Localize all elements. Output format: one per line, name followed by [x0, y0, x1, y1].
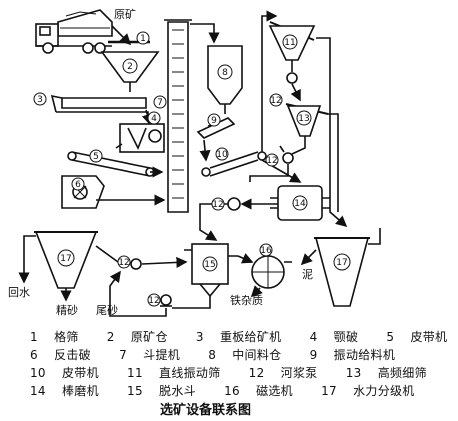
belt-conveyor-5 [67, 151, 155, 177]
legend-item: 4 颚破 [309, 330, 359, 344]
legend-item: 14 棒磨机 [30, 384, 99, 398]
svg-text:12: 12 [266, 156, 277, 166]
slurry-pump-bottom [160, 294, 172, 307]
label-water: 回水 [8, 286, 30, 299]
marker-15: 15 [202, 256, 218, 272]
raw-ore-bin [100, 51, 160, 83]
marker-11: 11 [282, 34, 298, 50]
marker-3: 3 [33, 92, 47, 106]
slurry-pump-mill [227, 197, 241, 211]
marker-7: 7 [153, 95, 167, 109]
legend-item: 8 中间料仓 [208, 348, 282, 362]
legend-item: 13 高频细筛 [345, 366, 427, 380]
legend-item: 5 皮带机 [386, 330, 448, 344]
marker-12-a: 12 [269, 93, 283, 107]
legend-item: 10 皮带机 [30, 366, 99, 380]
legend-item: 11 直线振动筛 [127, 366, 221, 380]
label-tailings: 尾砂 [96, 304, 118, 317]
legend-item: 15 脱水斗 [127, 384, 196, 398]
svg-text:5: 5 [93, 152, 99, 162]
svg-text:2: 2 [127, 62, 133, 72]
marker-9: 9 [207, 113, 221, 127]
apron-feeder [50, 94, 149, 116]
marker-13: 13 [296, 110, 312, 126]
jaw-crusher [115, 123, 165, 153]
figure-caption: 选矿设备联系图 [160, 403, 252, 418]
legend-row-2: 6 反击破 7 斗提机 8 中间料仓 9 振动给料机 [30, 346, 419, 363]
marker-12-d: 12 [117, 255, 131, 269]
svg-text:12: 12 [148, 296, 159, 306]
svg-text:17: 17 [60, 254, 71, 264]
marker-5: 5 [89, 149, 103, 163]
svg-text:6: 6 [75, 180, 81, 190]
svg-text:14: 14 [294, 199, 306, 209]
marker-4: 4 [147, 111, 161, 125]
label-ore: 原矿 [114, 8, 136, 21]
legend-item: 12 河浆泵 [248, 366, 318, 380]
label-iron: 铁杂质 [230, 294, 263, 307]
hydraulic-classifier-right [314, 237, 370, 307]
svg-text:8: 8 [222, 68, 228, 78]
legend-item: 1 格筛 [30, 330, 79, 344]
svg-text:16: 16 [260, 246, 272, 256]
marker-12-e: 12 [147, 293, 161, 307]
label-concentrate: 精砂 [56, 304, 78, 317]
svg-text:15: 15 [204, 260, 215, 270]
legend-item: 16 磁选机 [224, 384, 293, 398]
legend-item: 6 反击破 [30, 348, 91, 362]
slurry-pump-top [286, 72, 298, 84]
marker-6: 6 [71, 177, 85, 191]
dump-truck-icon [35, 9, 113, 54]
svg-text:13: 13 [298, 114, 309, 124]
marker-1: 1 [136, 31, 150, 45]
legend-item: 7 斗提机 [119, 348, 181, 362]
svg-text:12: 12 [118, 258, 129, 268]
flow-diagram: 1 2 3 4 5 6 7 8 9 10 11 12 13 12 14 12 1… [8, 8, 381, 317]
svg-text:9: 9 [211, 116, 217, 126]
legend-item: 3 重板给矿机 [195, 330, 282, 344]
legend-row-4: 14 棒磨机 15 脱水斗 16 磁选机 17 水力分级机 [30, 382, 439, 399]
slurry-pump-mid [279, 145, 294, 164]
belt-conveyor-10 [201, 151, 267, 177]
equipment-markers: 1 2 3 4 5 6 7 8 9 10 11 12 13 12 14 12 1… [33, 31, 351, 307]
marker-12-c: 12 [211, 197, 225, 211]
svg-text:12: 12 [212, 200, 223, 210]
marker-17-right: 17 [333, 253, 351, 271]
marker-12-b: 12 [265, 153, 279, 167]
marker-17-left: 17 [57, 249, 75, 267]
marker-10: 10 [215, 147, 229, 161]
svg-text:17: 17 [336, 258, 347, 268]
marker-2: 2 [122, 58, 138, 74]
marker-14: 14 [292, 195, 308, 211]
svg-text:7: 7 [157, 98, 163, 108]
svg-text:10: 10 [216, 150, 228, 160]
svg-text:11: 11 [284, 38, 295, 48]
bucket-elevator [164, 19, 192, 213]
legend-row-3: 10 皮带机 11 直线振动筛 12 河浆泵 13 高频细筛 [30, 364, 451, 381]
legend-item: 9 振动给料机 [309, 348, 396, 362]
legend-row-1: 1 格筛 2 原矿仓 3 重板给矿机 4 颚破 5 皮带机 [30, 328, 458, 345]
marker-8: 8 [217, 64, 233, 80]
legend-item: 17 水力分级机 [321, 384, 415, 398]
svg-text:1: 1 [140, 34, 146, 44]
svg-text:3: 3 [37, 95, 43, 105]
legend-item: 2 原矿仓 [106, 330, 168, 344]
svg-text:4: 4 [151, 114, 157, 124]
marker-16: 16 [259, 243, 273, 257]
slurry-pump-left [130, 258, 142, 270]
label-slime: 泥 [302, 268, 313, 281]
svg-text:12: 12 [270, 96, 281, 106]
